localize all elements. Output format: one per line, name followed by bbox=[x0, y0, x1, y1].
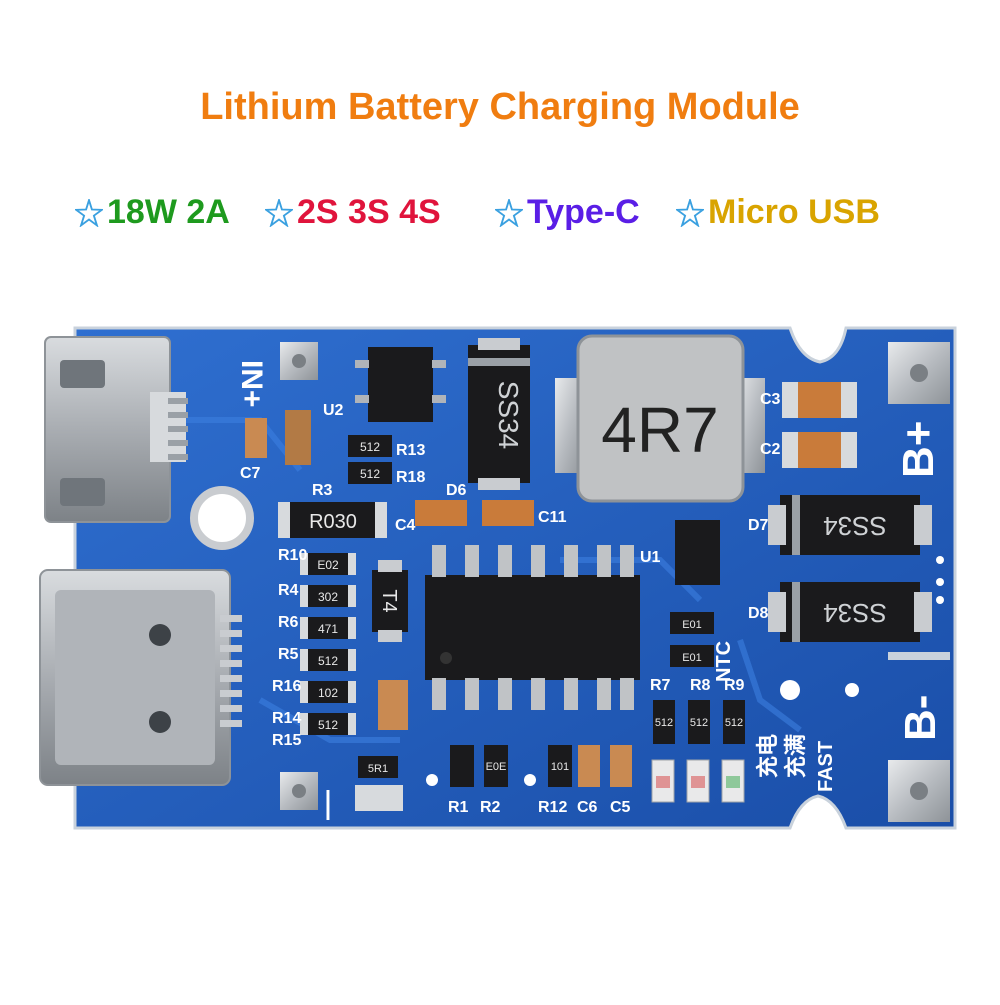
label-c7: C7 bbox=[240, 465, 261, 482]
label-in-plus: IN+ bbox=[235, 360, 268, 408]
inductor-label: 4R7 bbox=[601, 394, 718, 466]
label-r10: R10 bbox=[278, 547, 307, 564]
chip-u2 bbox=[355, 347, 446, 422]
feature-cells: 2S 3S 4S bbox=[265, 193, 441, 232]
main-ic bbox=[425, 545, 640, 710]
star-icon bbox=[265, 198, 293, 227]
label-r12: R12 bbox=[538, 799, 567, 816]
smd-code: 101 bbox=[551, 761, 569, 773]
feature-power: 18W 2A bbox=[75, 193, 230, 232]
label-c2: C2 bbox=[760, 441, 781, 458]
diode-d7 bbox=[768, 495, 932, 555]
inductor bbox=[555, 334, 765, 503]
smd-code: 512 bbox=[318, 654, 338, 668]
page-title: Lithium Battery Charging Module bbox=[200, 86, 800, 128]
label-u2: U2 bbox=[323, 402, 344, 419]
label-r4: R4 bbox=[278, 582, 299, 599]
label-r1: R1 bbox=[448, 799, 469, 816]
smd-code: 302 bbox=[318, 590, 338, 604]
label-u1: U1 bbox=[640, 549, 661, 566]
star-icon bbox=[75, 198, 103, 227]
label-d6: D6 bbox=[446, 482, 467, 499]
transistor bbox=[675, 520, 720, 585]
smd-code: 471 bbox=[318, 622, 338, 636]
label-c4: C4 bbox=[395, 517, 416, 534]
label-r9: R9 bbox=[724, 677, 745, 694]
label-r3: R3 bbox=[312, 482, 333, 499]
label-led1: 充电 bbox=[755, 734, 780, 778]
feature-typec-text: Type-C bbox=[527, 193, 640, 231]
pad-b-strip bbox=[888, 652, 950, 660]
feature-typec: Type-C bbox=[495, 193, 640, 232]
smd-code: E01 bbox=[682, 652, 702, 664]
resistor-column bbox=[306, 553, 350, 735]
resistor-r030 bbox=[278, 502, 387, 538]
feature-microusb-text: Micro USB bbox=[708, 193, 880, 231]
label-r14: R14 bbox=[272, 710, 301, 727]
smd-code: 512 bbox=[725, 717, 743, 729]
corner-pads bbox=[280, 342, 950, 822]
smd-code: 5R1 bbox=[368, 763, 388, 775]
pcb-traces bbox=[180, 417, 802, 743]
smd-code: 512 bbox=[690, 717, 708, 729]
diode-d8-label: SS34 bbox=[823, 598, 887, 628]
diode-d6 bbox=[468, 338, 530, 490]
capacitors-right bbox=[782, 382, 857, 468]
small-capacitors bbox=[245, 410, 632, 811]
label-r15: R15 bbox=[272, 732, 301, 749]
label-d8: D8 bbox=[748, 605, 769, 622]
diode-d7-label: SS34 bbox=[823, 511, 887, 541]
diode-t4-label: T4 bbox=[378, 589, 400, 612]
label-r5: R5 bbox=[278, 646, 299, 663]
smd-code: E0E bbox=[486, 761, 507, 773]
label-c6: C6 bbox=[577, 799, 598, 816]
leds bbox=[651, 759, 745, 803]
smd-code: E01 bbox=[682, 619, 702, 631]
star-icon bbox=[676, 198, 704, 227]
smd-code: 102 bbox=[318, 686, 338, 700]
feature-list: 18W 2A 2S 3S 4S Type-C Micro USB bbox=[0, 193, 1000, 241]
diode-t4 bbox=[372, 560, 408, 642]
feature-cells-text: 2S 3S 4S bbox=[297, 193, 441, 231]
label-fast: FAST bbox=[815, 741, 837, 792]
smd-code: 512 bbox=[360, 440, 380, 454]
micro-usb-connector bbox=[44, 336, 188, 523]
mounting-hole bbox=[190, 486, 254, 550]
smd-code: E02 bbox=[317, 558, 339, 572]
label-d7: D7 bbox=[748, 517, 769, 534]
label-r18: R18 bbox=[396, 469, 425, 486]
feature-power-text: 18W 2A bbox=[107, 193, 230, 231]
type-c-connector bbox=[39, 569, 242, 786]
label-b-plus: B+ bbox=[894, 421, 943, 478]
feature-microusb: Micro USB bbox=[676, 193, 880, 232]
label-r16: R16 bbox=[272, 678, 301, 695]
label-b-minus: B- bbox=[896, 695, 945, 741]
smd-code: 512 bbox=[360, 467, 380, 481]
star-icon bbox=[495, 198, 523, 227]
label-r13: R13 bbox=[396, 442, 425, 459]
label-r6: R6 bbox=[278, 614, 299, 631]
diode-d6-label: SS34 bbox=[493, 381, 524, 450]
vias bbox=[426, 556, 944, 786]
label-in-minus: — bbox=[313, 790, 346, 820]
label-c11: C11 bbox=[538, 509, 567, 526]
smd-code: 512 bbox=[318, 718, 338, 732]
resistor-r030-label: R030 bbox=[309, 511, 357, 533]
label-c5: C5 bbox=[610, 799, 631, 816]
label-c3: C3 bbox=[760, 391, 781, 408]
label-led2: 充满 bbox=[783, 734, 808, 778]
label-r8: R8 bbox=[690, 677, 711, 694]
label-ntc: NTC bbox=[713, 641, 735, 682]
smd-code: 512 bbox=[655, 717, 673, 729]
label-r2: R2 bbox=[480, 799, 501, 816]
diode-d8 bbox=[768, 582, 932, 642]
label-r7: R7 bbox=[650, 677, 671, 694]
